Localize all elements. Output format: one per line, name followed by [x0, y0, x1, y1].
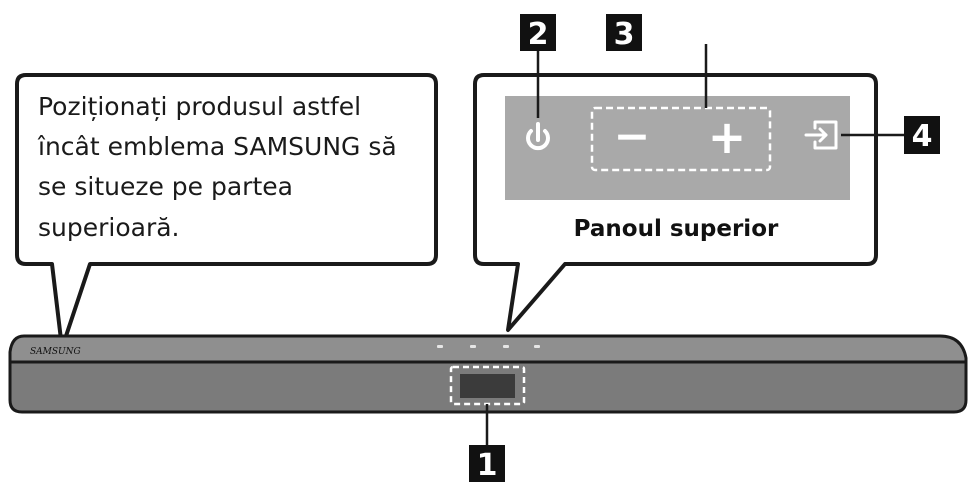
display-window: [460, 374, 515, 398]
label-2-text: 2: [528, 17, 549, 52]
top-mark-minus: [470, 345, 476, 348]
top-mark-plus: [503, 345, 509, 348]
top-panel-surface: [505, 96, 850, 200]
label-1-text: 1: [477, 448, 498, 483]
top-mark-source: [534, 345, 540, 348]
orientation-note-bubble: [15, 73, 438, 350]
top-panel-callout: − + Panoul superior: [473, 73, 878, 332]
top-panel-caption: Panoul superior: [574, 216, 779, 242]
note-line-1: Poziționați produsul astfel: [38, 92, 361, 121]
label-3-volume: 3: [606, 14, 642, 52]
volume-up-button[interactable]: +: [708, 110, 747, 164]
volume-buttons-highlight: [590, 106, 772, 172]
soundbar-top-surface: [8, 334, 968, 364]
label-4-text: 4: [912, 119, 933, 154]
soundbar: SAMSUNG: [8, 334, 968, 414]
label-1-display: 1: [469, 445, 505, 483]
top-mark-power: [437, 345, 443, 348]
volume-down-button[interactable]: −: [614, 111, 651, 162]
label-3-text: 3: [614, 17, 635, 52]
orientation-note-callout: Poziționați produsul astfel încât emblem…: [15, 73, 438, 350]
samsung-logo: SAMSUNG: [30, 347, 81, 357]
source-input-icon: [804, 120, 838, 150]
top-button-marks: [437, 345, 540, 348]
power-icon: [526, 122, 550, 151]
note-line-4: superioară.: [38, 213, 180, 242]
note-line-2: încât emblema SAMSUNG să: [37, 132, 397, 161]
label-2-power: 2: [520, 14, 556, 52]
note-line-3: se situeze pe partea: [38, 172, 293, 201]
label-4-source: 4: [904, 116, 940, 154]
